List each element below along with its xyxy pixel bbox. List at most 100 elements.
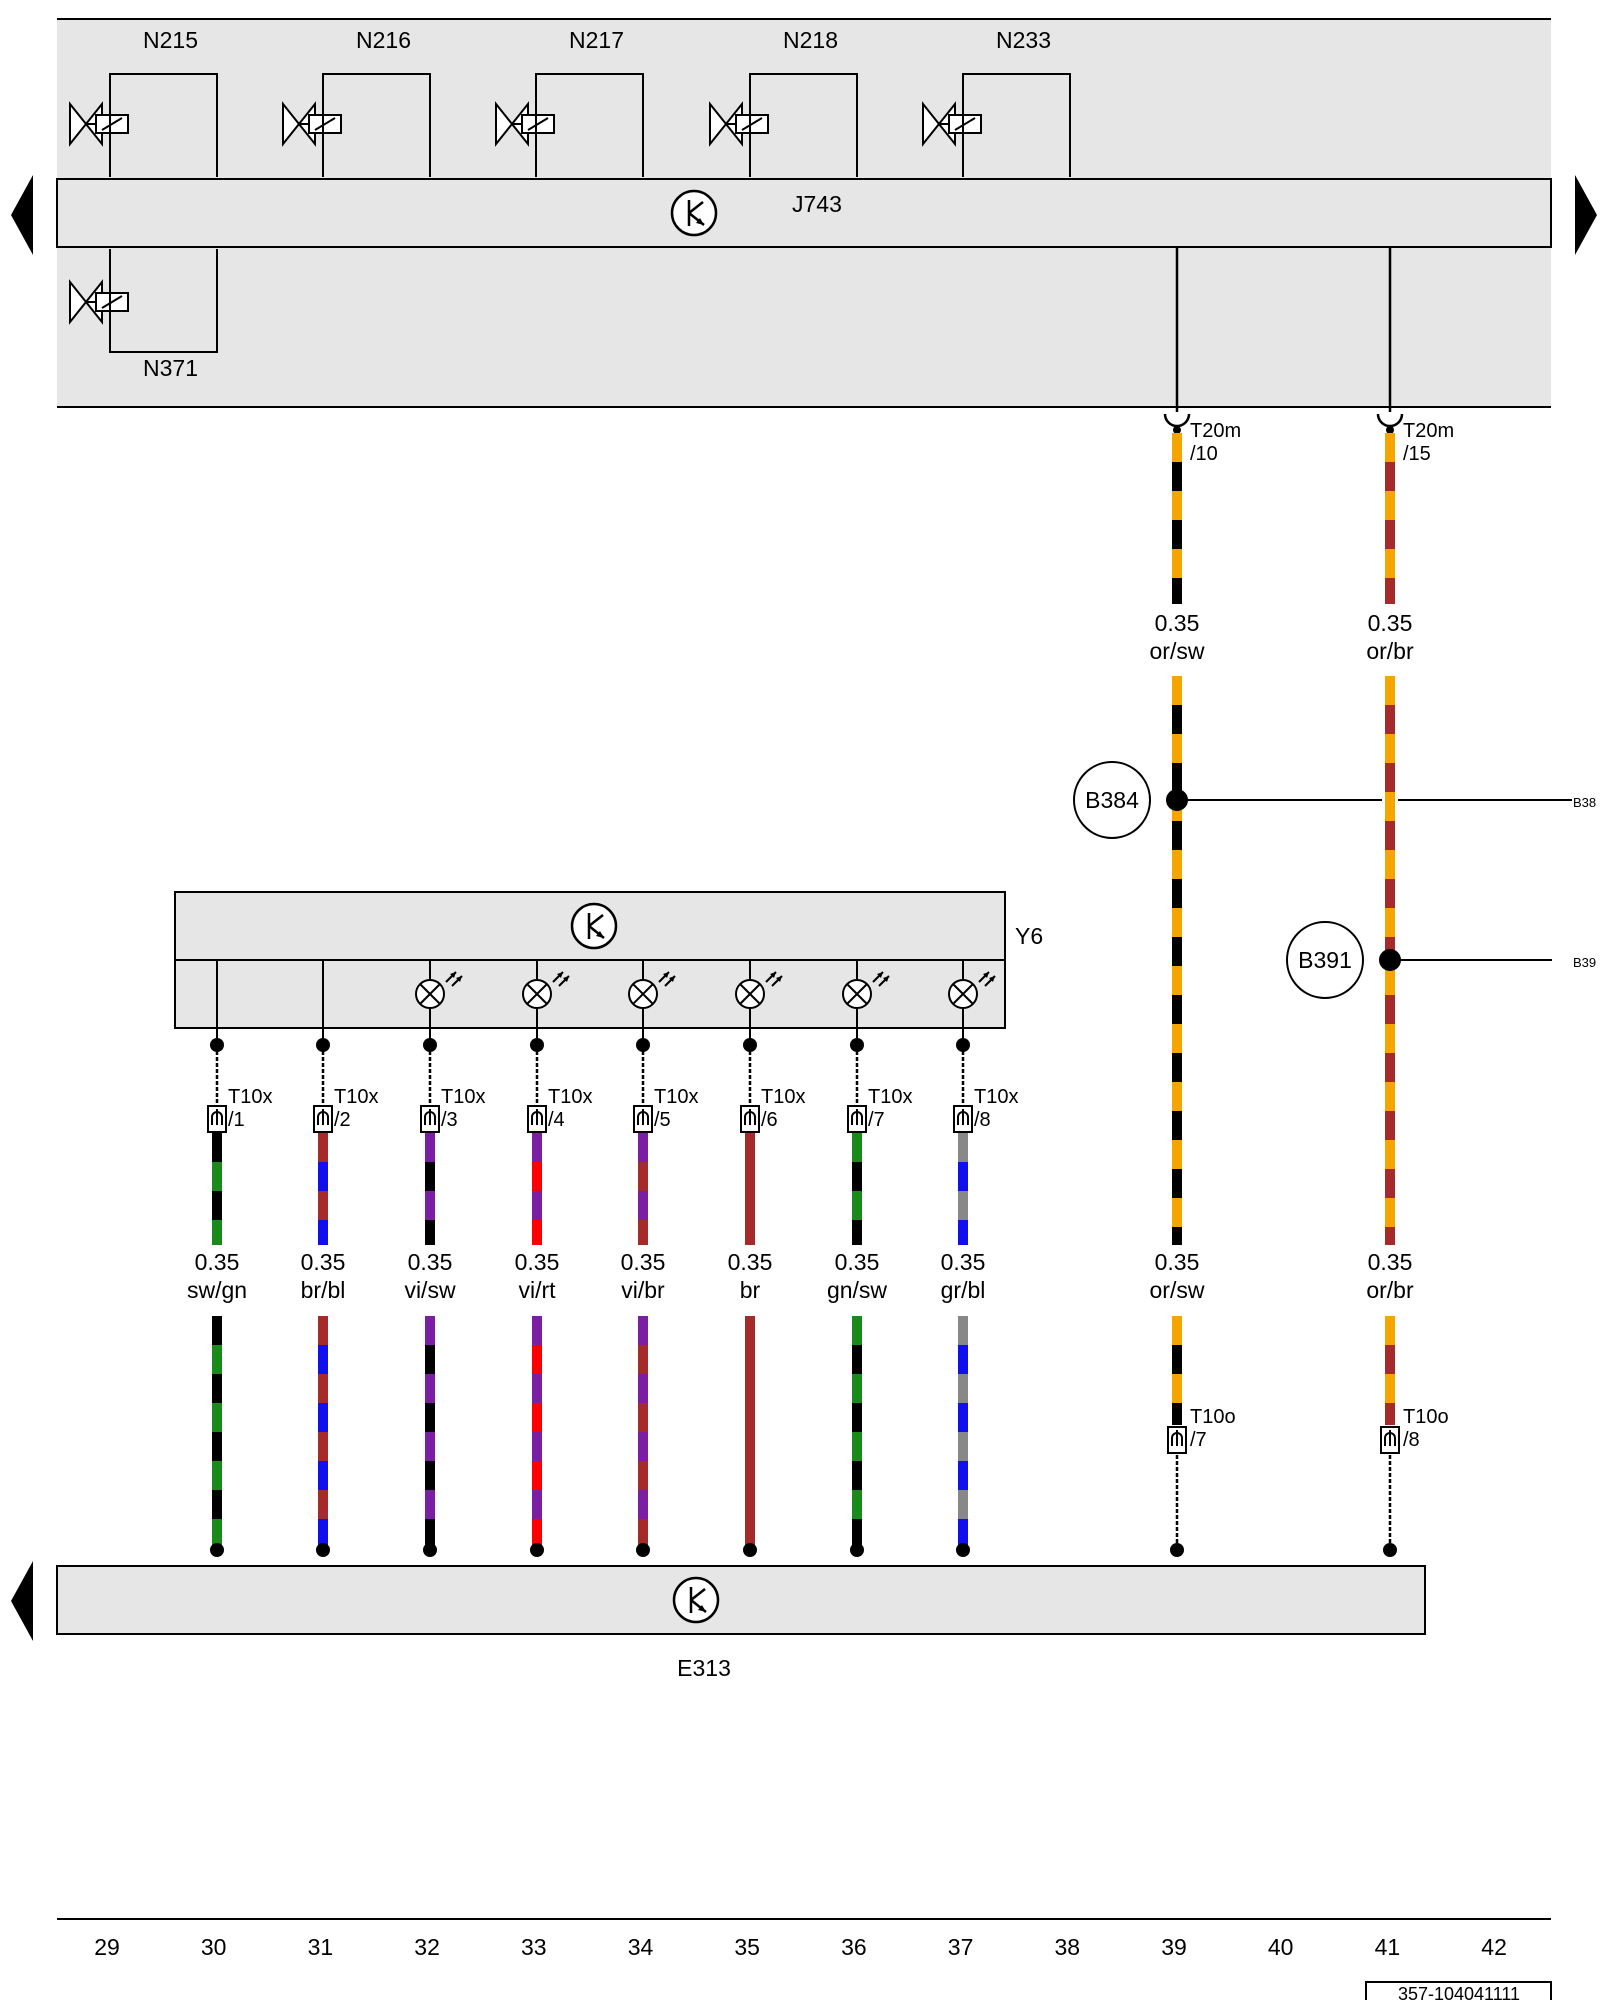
column-number: 33 — [521, 1934, 547, 1960]
wire-size-label: 0.35 — [408, 1249, 453, 1275]
wire-size-label: 0.35 — [728, 1249, 773, 1275]
wire-vi-sw-lower — [425, 1316, 435, 1545]
page-next-arrow-top[interactable] — [1575, 175, 1597, 255]
splice-b384 — [1073, 761, 1572, 839]
e313-unit — [56, 1565, 1426, 1635]
wire-size-or-br-upper: 0.35 — [1368, 610, 1413, 636]
wire-size-label: 0.35 — [621, 1249, 666, 1275]
label-n215: N215 — [143, 27, 198, 53]
wire-color-label: vi/rt — [518, 1277, 556, 1303]
wire-terminal-dot — [1170, 1543, 1184, 1557]
label-y6: Y6 — [1015, 923, 1043, 949]
wire-size-or-br-lower: 0.35 — [1368, 1249, 1413, 1275]
t10x-name: T10x — [868, 1086, 912, 1108]
t10x-name: T10x — [334, 1086, 378, 1108]
wire-gr-bl-lower — [958, 1316, 968, 1545]
column-number: 41 — [1375, 1934, 1401, 1960]
page-prev-arrow-bottom[interactable] — [11, 1561, 33, 1641]
column-number: 38 — [1055, 1934, 1081, 1960]
wire-group-lower: T10x/10.35sw/gnT10x/20.35br/blT10x/30.35… — [187, 1038, 1397, 1557]
wire-size-label: 0.35 — [941, 1249, 986, 1275]
wire-gn-sw-upper — [852, 1133, 862, 1245]
wire-terminal-dot — [956, 1543, 970, 1557]
connector-pin-icon — [207, 1105, 227, 1133]
valve-n218 — [709, 73, 858, 177]
wire-terminal-dot — [530, 1543, 544, 1557]
ref-b391: B39 — [1573, 955, 1596, 970]
t20m-15-name: T20m — [1403, 420, 1454, 442]
wire-color-label: vi/br — [621, 1277, 665, 1303]
wire-color-or-br-upper: or/br — [1366, 638, 1414, 664]
valve-n217 — [495, 73, 644, 177]
wire-or-sw-seg2 — [1172, 676, 1182, 1245]
wire-or-br-seg1 — [1385, 433, 1395, 604]
column-number: 42 — [1481, 1934, 1507, 1960]
wire-terminal-dot — [636, 1543, 650, 1557]
wire-size-label: 0.35 — [835, 1249, 880, 1275]
wire-color-or-sw-lower: or/sw — [1150, 1277, 1205, 1303]
column-number: 39 — [1161, 1934, 1187, 1960]
wire-sw-gn-upper — [212, 1133, 222, 1245]
wire-terminal-dot — [743, 1543, 757, 1557]
t20m-15-pin: /15 — [1403, 443, 1431, 465]
column-number: 34 — [628, 1934, 654, 1960]
connector-pin-icon — [527, 1105, 547, 1133]
t10x-name: T10x — [761, 1086, 805, 1108]
wire-or-sw-seg1 — [1172, 433, 1182, 604]
valve-n233 — [922, 73, 1071, 177]
t10o-8-pin: /8 — [1403, 1429, 1420, 1451]
wire-color-or-br-lower: or/br — [1366, 1277, 1414, 1303]
t10x-pin: /2 — [334, 1109, 351, 1131]
wire-vi-rt-lower — [532, 1316, 542, 1545]
wire-gr-bl-upper — [958, 1133, 968, 1245]
wire-color-label: vi/sw — [404, 1277, 456, 1303]
column-number: 36 — [841, 1934, 867, 1960]
wire-terminal-dot — [423, 1543, 437, 1557]
wire-size-label: 0.35 — [301, 1249, 346, 1275]
label-n217: N217 — [569, 27, 624, 53]
column-number: 31 — [308, 1934, 334, 1960]
t10x-name: T10x — [228, 1086, 272, 1108]
column-number: 40 — [1268, 1934, 1294, 1960]
wire-color-label: gr/bl — [941, 1277, 986, 1303]
wire-br-bl-lower — [318, 1316, 328, 1545]
wire-terminal-dot — [1383, 1543, 1397, 1557]
t10x-pin: /1 — [228, 1109, 245, 1131]
wire-vi-sw-upper — [425, 1133, 435, 1245]
wire-size-label: 0.35 — [195, 1249, 240, 1275]
wire-br-bl-upper — [318, 1133, 328, 1245]
wire-size-or-sw-upper: 0.35 — [1155, 610, 1200, 636]
label-n233: N233 — [996, 27, 1051, 53]
wire-color-or-sw-upper: or/sw — [1150, 638, 1205, 664]
t10o-7-name: T10o — [1190, 1406, 1236, 1428]
t10x-pin: /6 — [761, 1109, 778, 1131]
t10x-pin: /3 — [441, 1109, 458, 1131]
y6-unit — [174, 891, 1006, 1045]
label-e313: E313 — [677, 1655, 731, 1681]
wire-color-label: br/bl — [301, 1277, 346, 1303]
wire-color-label: br — [740, 1277, 761, 1303]
t10o-8-name: T10o — [1403, 1406, 1449, 1428]
wire-or-br-seg3 — [1385, 1316, 1395, 1425]
t10x-name: T10x — [548, 1086, 592, 1108]
column-number: 35 — [734, 1934, 760, 1960]
page-prev-arrow-top[interactable] — [11, 175, 33, 255]
wire-vi-rt-upper — [532, 1133, 542, 1245]
wire-color-label: sw/gn — [187, 1277, 247, 1303]
connector-pin-icon — [847, 1105, 867, 1133]
wire-size-label: 0.35 — [515, 1249, 560, 1275]
label-j743: J743 — [792, 191, 842, 217]
wire-vi-br-upper — [638, 1133, 648, 1245]
connector-pin-icon — [420, 1105, 440, 1133]
connector-pin-icon — [740, 1105, 760, 1133]
wire-or-sw-seg3 — [1172, 1316, 1182, 1425]
column-number: 29 — [94, 1934, 120, 1960]
wire-terminal-dot — [316, 1543, 330, 1557]
t10x-name: T10x — [441, 1086, 485, 1108]
wire-size-or-sw-lower: 0.35 — [1155, 1249, 1200, 1275]
t10x-pin: /4 — [548, 1109, 565, 1131]
label-n216: N216 — [356, 27, 411, 53]
j743-unit — [56, 18, 1552, 408]
t10x-pin: /8 — [974, 1109, 991, 1131]
